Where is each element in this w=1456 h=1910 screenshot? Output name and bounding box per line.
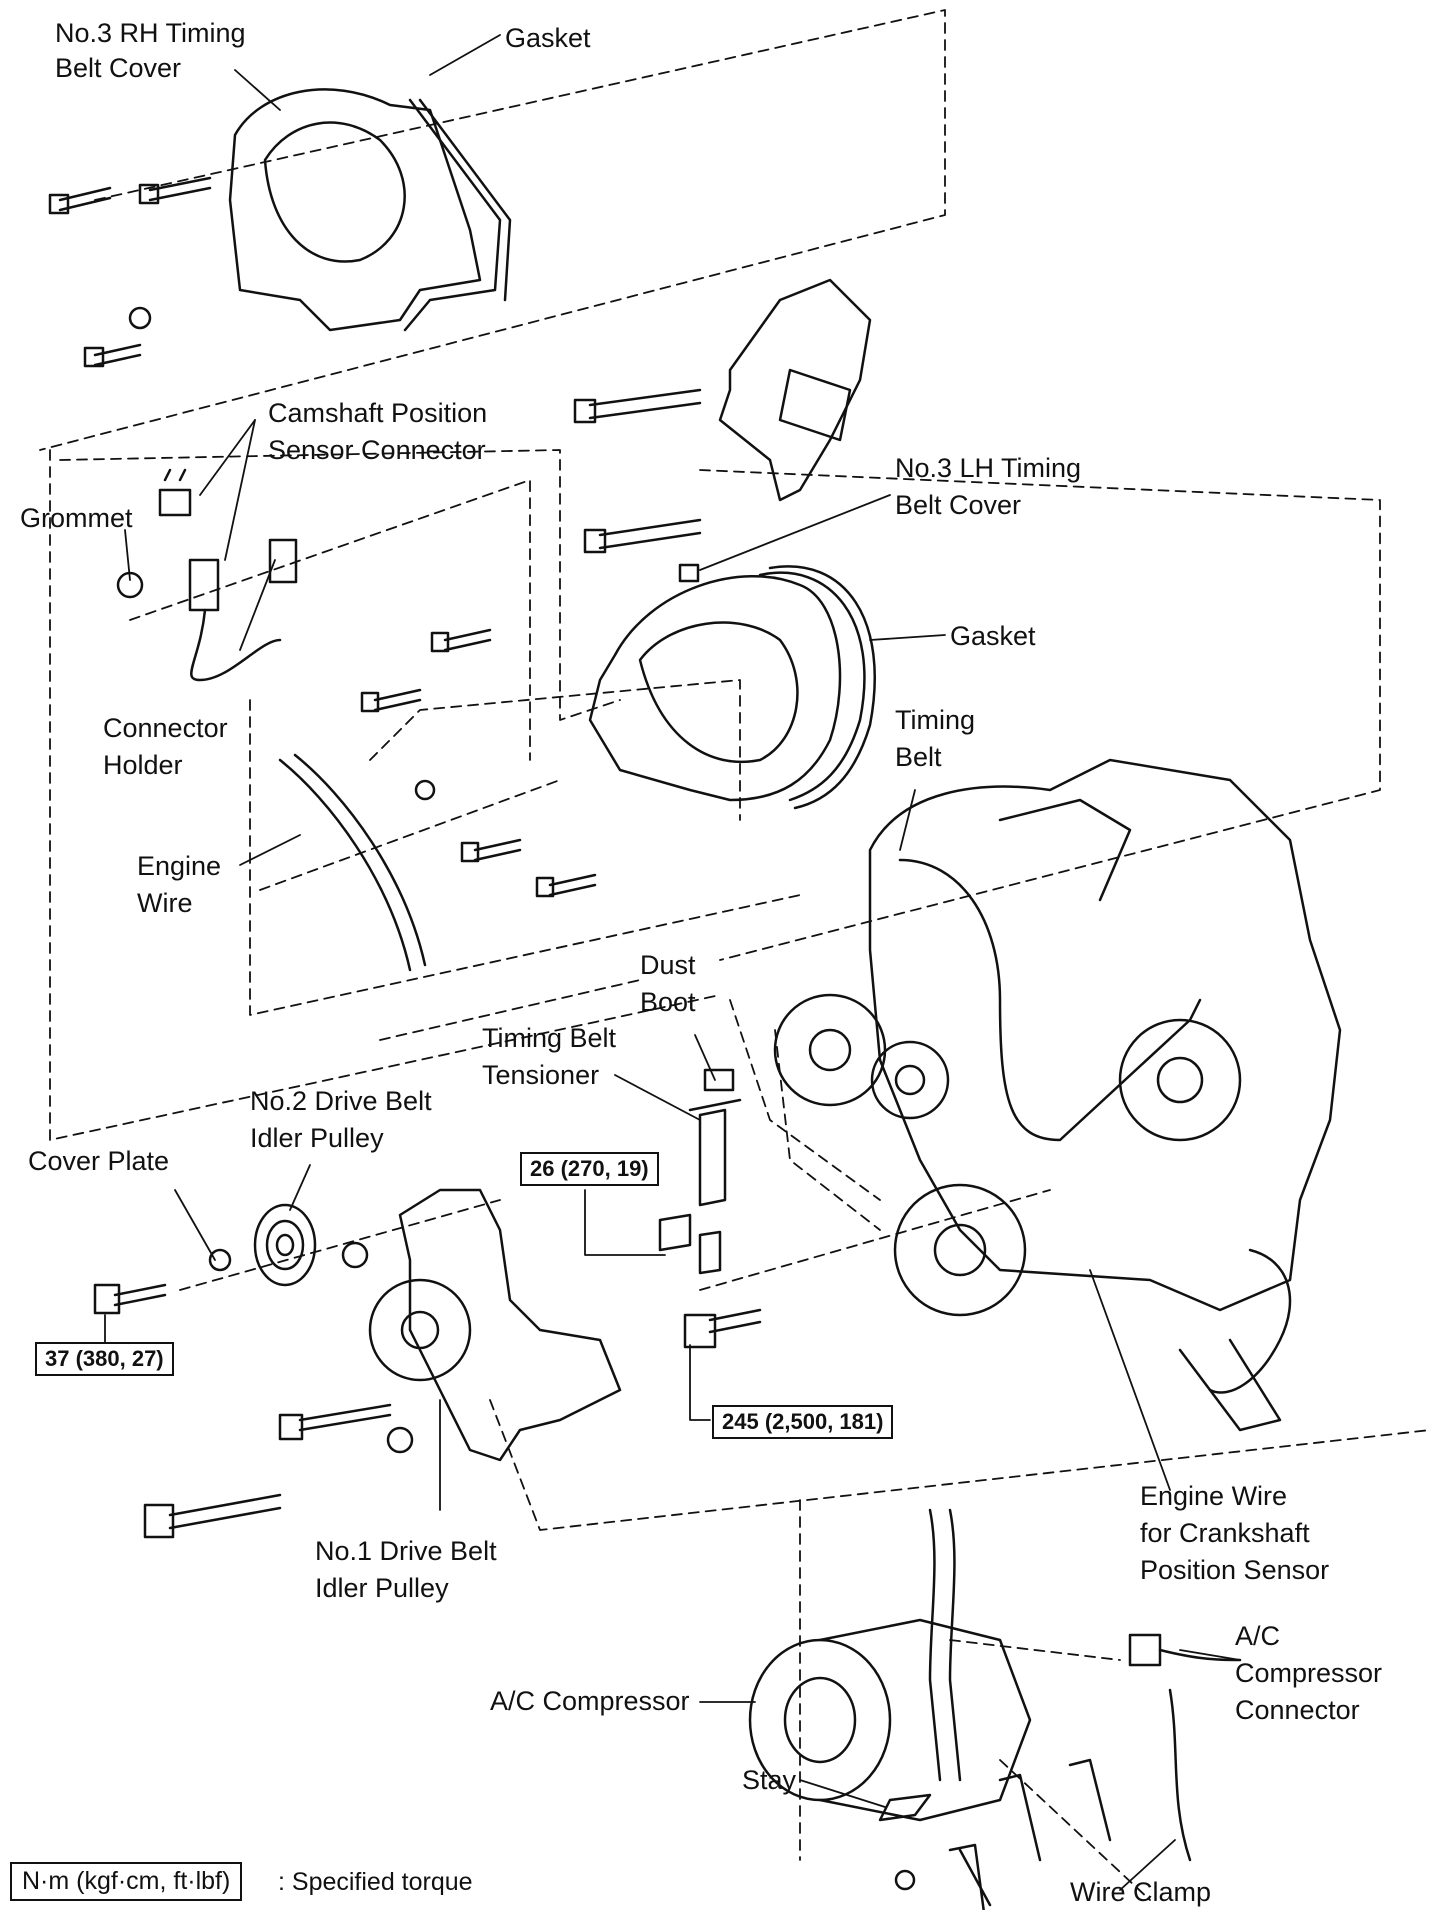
label-connector-holder-line1: Connector: [103, 713, 228, 743]
lh-timing-belt-cover: [588, 563, 876, 810]
no2-idler-pulley: [208, 1203, 369, 1287]
lh-cover-bolts: [360, 628, 597, 898]
engine-assembly: [773, 758, 1342, 1432]
label-ac-compressor: A/C Compressor: [490, 1686, 690, 1716]
label-rh-cover-line2: Belt Cover: [55, 53, 182, 83]
label-connector-holder-line2: Holder: [103, 750, 183, 780]
label-no2-pulley-line1: No.2 Drive Belt: [250, 1086, 432, 1116]
label-crank-wire-line3: Position Sensor: [1140, 1555, 1330, 1585]
timing-belt-tensioner: [658, 1068, 742, 1275]
mounting-bolts: [93, 1283, 762, 1539]
legend-unit-box: N·m (kgf·cm, ft·lbf): [10, 1862, 243, 1901]
label-timing-belt-line2: Belt: [895, 742, 942, 772]
label-lh-cover-line2: Belt Cover: [895, 490, 1022, 520]
torque-leaders: [104, 1189, 711, 1421]
label-wire-clamp: Wire Clamp: [1070, 1877, 1212, 1907]
label-ac-connector-line3: Connector: [1235, 1695, 1360, 1725]
label-ac-connector-line1: A/C: [1235, 1621, 1281, 1651]
label-engine-wire-line1: Engine: [137, 851, 222, 881]
torque-spec-pulley-bolt: 37 (380, 27): [35, 1342, 174, 1376]
label-no1-pulley-line2: Idler Pulley: [315, 1573, 449, 1603]
label-engine-wire-line2: Wire: [137, 888, 193, 918]
label-gasket-top: Gasket: [505, 23, 591, 53]
label-dust-boot-line2: Boot: [640, 987, 696, 1017]
label-stay: Stay: [742, 1765, 797, 1795]
label-camshaft-sensor-line2: Sensor Connector: [268, 435, 486, 465]
label-no1-pulley-line1: No.1 Drive Belt: [315, 1536, 497, 1566]
label-rh-cover-line1: No.3 RH Timing: [55, 18, 246, 48]
assembly-guide-lines: [39, 9, 1431, 1901]
rh-cover-bolts: [48, 176, 212, 368]
label-gasket-mid: Gasket: [950, 621, 1036, 651]
rh-timing-belt-cover: [228, 88, 512, 332]
label-timing-belt-line1: Timing: [895, 705, 976, 735]
torque-spec-tensioner: 26 (270, 19): [520, 1152, 659, 1186]
engine-wire-harness: [278, 753, 427, 972]
ac-compressor-unit: [748, 1508, 1242, 1910]
sensor-connectors: [116, 468, 298, 682]
label-camshaft-sensor-line1: Camshaft Position: [268, 398, 488, 428]
label-cover-plate: Cover Plate: [28, 1146, 170, 1176]
no1-idler-pulley-bracket: [368, 1188, 622, 1462]
lh-bracket: [573, 278, 872, 554]
label-crank-wire-line1: Engine Wire: [1140, 1481, 1288, 1511]
torque-spec-crank-bolt: 245 (2,500, 181): [712, 1405, 894, 1439]
label-no2-pulley-line2: Idler Pulley: [250, 1123, 384, 1153]
label-grommet: Grommet: [20, 503, 133, 533]
leader-lines: [124, 34, 1241, 1891]
label-ac-connector-line2: Compressor: [1235, 1658, 1383, 1688]
label-tensioner-line2: Tensioner: [482, 1060, 600, 1090]
label-crank-wire-line2: for Crankshaft: [1140, 1518, 1310, 1548]
label-dust-boot-line1: Dust: [640, 950, 696, 980]
legend-description: : Specified torque: [278, 1868, 473, 1896]
label-tensioner-line1: Timing Belt: [482, 1023, 617, 1053]
label-lh-cover-line1: No.3 LH Timing: [895, 453, 1082, 483]
